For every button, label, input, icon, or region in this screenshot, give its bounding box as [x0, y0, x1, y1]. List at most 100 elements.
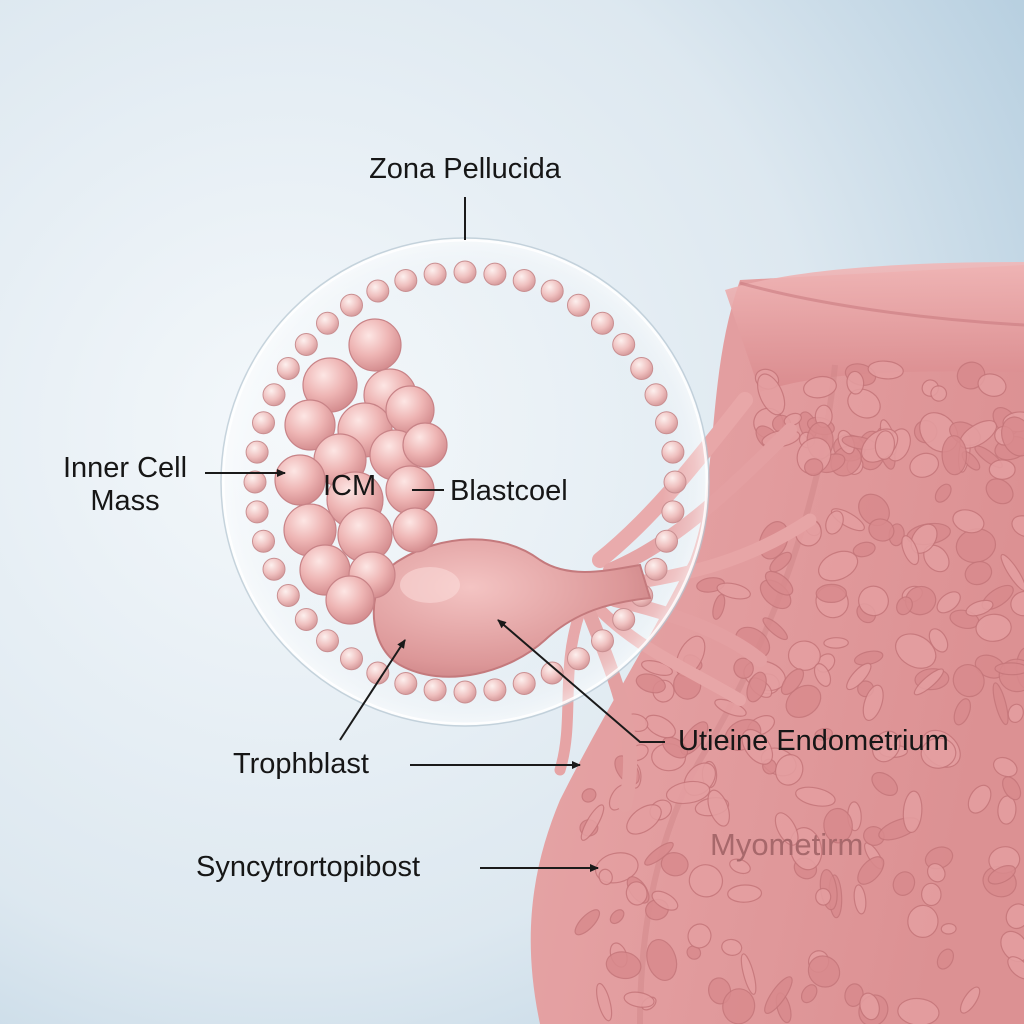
trophectoderm-cell	[423, 262, 447, 286]
tissue-pores	[574, 360, 1024, 1024]
tissue-pore	[795, 786, 836, 807]
trophectoderm-cell	[276, 357, 300, 380]
tissue-pore	[783, 412, 802, 427]
tissue-pore	[965, 599, 994, 617]
trophoblast-highlight	[400, 567, 460, 603]
tissue-pore	[928, 628, 949, 653]
tissue-pore	[574, 909, 601, 936]
tissue-pore	[977, 373, 1007, 397]
tissue-pore	[807, 955, 841, 988]
label-syncytiotrophoblast: Syncytrortopibost	[196, 851, 421, 883]
trophectoderm-cell	[567, 647, 590, 671]
trophoblast-arrow	[339, 639, 406, 741]
tissue-pore	[825, 510, 844, 535]
tissue-pore	[741, 728, 774, 765]
trophectoderm-cell	[394, 269, 418, 292]
tissue-pore	[762, 617, 788, 641]
tissue-pore	[769, 551, 792, 573]
trophectoderm-cell	[316, 629, 339, 653]
tissue-pore	[847, 388, 881, 419]
tissue-pore	[907, 904, 939, 938]
tissue-pore	[716, 582, 751, 600]
trophectoderm-cell	[630, 357, 654, 380]
tissue-pore	[868, 518, 895, 542]
tissue-pore	[644, 714, 676, 739]
leader-lines	[205, 197, 665, 872]
tissue-pore	[598, 868, 613, 886]
tissue-pore	[1005, 903, 1024, 930]
tissue-pore	[936, 591, 961, 614]
tissue-pore	[774, 812, 799, 846]
trophectoderm-cell	[591, 311, 614, 335]
tissue-pore	[774, 754, 804, 786]
label-icm: ICM	[323, 470, 377, 502]
tissue-pore	[992, 682, 1009, 726]
tissue-pore	[596, 982, 613, 1022]
tissue-pore	[662, 736, 689, 759]
trophectoderm-cell	[262, 557, 286, 581]
tissue-pore	[646, 938, 678, 982]
tissue-pore	[941, 435, 968, 476]
trophectoderm-cell	[294, 608, 318, 631]
tissue-pore	[867, 360, 904, 380]
trophectoderm-cell	[644, 383, 668, 407]
tissue-pore	[852, 541, 876, 558]
trophectoderm-cell	[366, 279, 390, 303]
tissue-pore	[605, 951, 642, 980]
tissue-pore	[803, 375, 837, 399]
tissue-pore	[909, 452, 940, 478]
trophectoderm-cell	[612, 333, 636, 356]
trophectoderm-cell	[663, 470, 687, 494]
tissue-pore	[1002, 776, 1022, 801]
tissue-pore	[651, 890, 679, 911]
tissue-pore	[913, 668, 945, 696]
trophectoderm-cell	[453, 260, 477, 284]
trophectoderm-cell	[512, 672, 536, 695]
trophectoderm-cell	[340, 647, 363, 671]
trophectoderm-cell	[655, 411, 678, 435]
tissue-pore	[1000, 930, 1024, 963]
tissue-pore	[688, 864, 724, 898]
tissue-pore	[901, 535, 920, 566]
tissue-pore	[862, 684, 884, 722]
tissue-pore	[859, 992, 880, 1021]
tissue-pore	[895, 633, 937, 669]
tissue-pore	[920, 737, 957, 769]
tissue-pore	[988, 459, 1016, 480]
tissue-pore	[871, 730, 901, 763]
trophectoderm-cell	[366, 661, 390, 685]
tissue-pore	[625, 881, 648, 906]
tissue-pore	[1007, 956, 1024, 980]
tissue-pore	[727, 884, 763, 903]
endometrium-arrow	[497, 619, 665, 743]
trophectoderm-cell	[644, 557, 668, 581]
inner-cell-mass-cell	[284, 399, 336, 451]
trophectoderm-cell	[245, 440, 269, 464]
tissue-pore	[994, 662, 1024, 676]
tissue-pore	[858, 585, 889, 617]
tissue-pore	[804, 458, 824, 477]
tissue-pore	[987, 865, 1016, 885]
trophectoderm-cell	[252, 529, 275, 553]
tissue-pore	[707, 789, 730, 827]
tissue-pore	[964, 561, 993, 586]
trophectoderm-cell	[340, 293, 363, 317]
tissue-pore	[940, 922, 957, 935]
tissue-pore	[814, 727, 834, 741]
trophectoderm-cell	[612, 608, 636, 631]
trophectoderm-cell	[567, 293, 590, 317]
tissue-pore	[967, 784, 992, 814]
trophectoderm-cell	[252, 411, 275, 435]
tissue-pore	[920, 882, 942, 907]
tissue-pore	[1011, 515, 1024, 538]
tissue-pore	[896, 596, 913, 616]
tissue-pore	[897, 997, 940, 1024]
tissue-pore	[721, 938, 743, 956]
trophectoderm-cell	[661, 440, 685, 464]
inner-cell-mass-cell	[348, 318, 402, 372]
trophectoderm-cell	[245, 500, 269, 524]
trophectoderm-cell	[591, 629, 614, 653]
tissue-pore	[1000, 553, 1024, 592]
